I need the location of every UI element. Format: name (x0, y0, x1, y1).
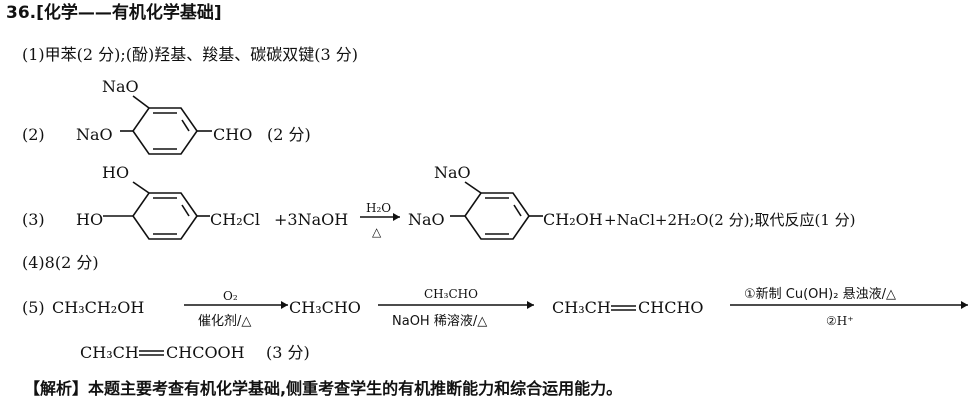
answer-2-label: (2) (22, 125, 45, 144)
answer-5-cond3-bottom: ②H⁺ (826, 314, 854, 328)
answer-3-reactant-top: HO (102, 163, 129, 182)
answer-5-crotonaldehyde-b: CHCHO (638, 298, 704, 317)
answer-5-cond1-top: O₂ (223, 289, 238, 303)
answer-5-product-a: CH₃CH (80, 343, 139, 362)
answer-5-acetaldehyde: CH₃CHO (289, 298, 361, 317)
answer-3-arrowhead (393, 213, 400, 221)
answer-5-arrowhead-3 (961, 301, 968, 309)
answer-5-crotonaldehyde-a: CH₃CH (552, 298, 611, 317)
answer-5-label: (5) (22, 298, 45, 317)
answer-5-double-bond-2 (139, 350, 164, 356)
answer-5-double-bond-1 (611, 305, 636, 311)
answer-3-plus-naoh: +3NaOH (274, 210, 348, 229)
analysis-text: 【解析】本题主要考查有机化学基础,侧重考查学生的有机推断能力和综合运用能力。 (24, 379, 623, 398)
answer-3-tail: +NaCl+2H₂O(2 分);取代反应(1 分) (604, 211, 856, 229)
answer-2-right-substituent: CHO (213, 125, 252, 144)
answer-3-reactant-left: HO (76, 210, 103, 229)
answer-3-condition-bottom: △ (372, 225, 382, 239)
answer-2-left-substituent: NaO (76, 125, 113, 144)
answer-5-ethanol: CH₃CH₂OH (52, 298, 144, 317)
answer-2-score: (2 分) (267, 125, 311, 144)
benzene-ring-2 (120, 95, 212, 155)
answer-5-cond1-bottom: 催化剂/△ (198, 314, 251, 329)
answer-3-reactant-right: CH₂Cl (210, 210, 260, 229)
answer-1: (1)甲苯(2 分);(酚)羟基、羧基、碳碳双键(3 分) (22, 45, 359, 64)
answer-5-arrowhead-2 (527, 301, 534, 309)
answer-5-product-b: CHCOOH (166, 343, 245, 362)
answer-5-cond2-bottom: NaOH 稀溶液/△ (392, 314, 487, 329)
answer-3-label: (3) (22, 210, 45, 229)
answer-3-condition-top: H₂O (366, 201, 391, 215)
answer-3-product-right: CH₂OH (543, 210, 603, 229)
benzene-ring-3b (450, 181, 543, 240)
answer-2-top-substituent: NaO (102, 77, 139, 96)
benzene-ring-3a (103, 181, 210, 240)
answer-5-cond2-top: CH₃CHO (424, 287, 478, 301)
answer-4: (4)8(2 分) (22, 253, 99, 272)
answer-5-arrowhead-1 (281, 301, 288, 309)
answer-5-score: (3 分) (266, 343, 310, 362)
answer-5-cond3-top: ①新制 Cu(OH)₂ 悬浊液/△ (744, 286, 896, 302)
answer-3-product-top: NaO (434, 163, 471, 182)
question-header: 36.[化学——有机化学基础] (6, 3, 222, 23)
answer-3-product-left: NaO (408, 210, 445, 229)
